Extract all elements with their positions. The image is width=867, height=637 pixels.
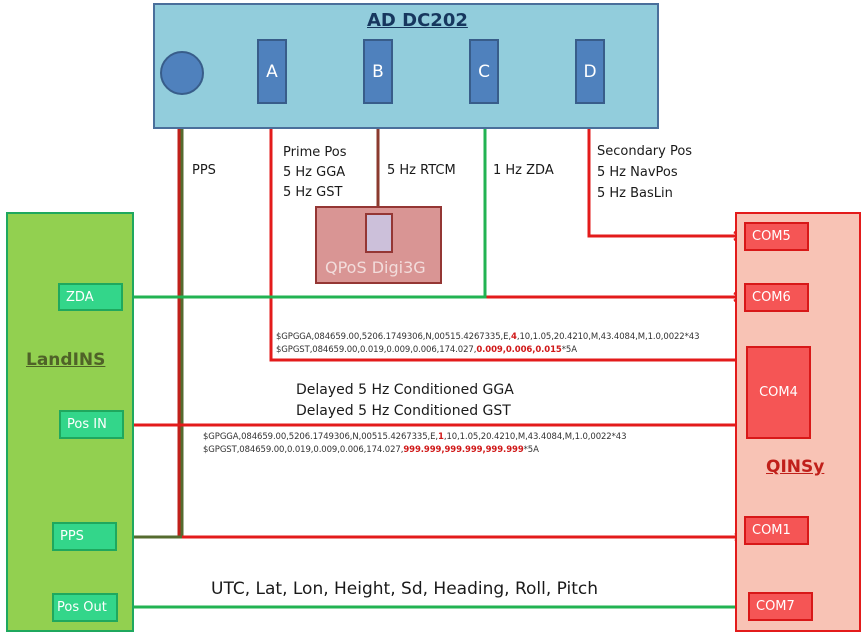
zda-link-label: 1 Hz ZDA — [493, 163, 554, 178]
qinsy-port-com5[interactable]: COM5 — [744, 222, 809, 251]
ad-port-c[interactable]: C — [469, 39, 499, 104]
landins-port-pos-out[interactable]: Pos Out — [52, 593, 118, 622]
rtcm-link-label: 5 Hz RTCM — [387, 163, 456, 178]
qinsy-port-com7-label: COM7 — [756, 599, 795, 614]
secondary-pos-label-line: 5 Hz BasLin — [597, 186, 673, 201]
qinsy-port-com6-label: COM6 — [752, 290, 791, 305]
qinsy-port-com5-label: COM5 — [752, 229, 791, 244]
qpos-digi3g-title: QPoS Digi3G — [325, 258, 426, 277]
landins-port-pps[interactable]: PPS — [52, 522, 117, 551]
delayed-gst-pre: $GPGST,084659.00,0.019,0.009,0.006,174.0… — [203, 445, 404, 455]
prime-gst-post: *5A — [561, 345, 577, 355]
landins-port-zda[interactable]: ZDA — [58, 283, 123, 311]
secondary-pos-label-line: Secondary Pos — [597, 144, 693, 159]
qinsy-title: QINSy — [766, 457, 825, 477]
ad-port-c-label: C — [478, 61, 490, 82]
qinsy-port-com1-label: COM1 — [752, 523, 791, 538]
prime-gst-sigmas: 0.009,0.006,0.015 — [476, 345, 562, 355]
prime-pos-label-line: 5 Hz GST — [283, 185, 343, 200]
pps-link-label: PPS — [192, 163, 216, 178]
ad-port-b-label: B — [372, 61, 384, 82]
ad-dc202-box — [153, 3, 659, 129]
secondary-pos-link — [587, 108, 741, 236]
pps-output-circle[interactable] — [160, 51, 204, 95]
landins-title: LandINS — [26, 350, 106, 370]
landins-port-pos-in-label: Pos IN — [67, 417, 107, 432]
delayed-label-line: Delayed 5 Hz Conditioned GST — [296, 403, 511, 419]
prime-gga-sentence: $GPGGA,084659.00,5206.1749306,N,00515.42… — [276, 332, 699, 342]
prime-pos-label-line: 5 Hz GGA — [283, 165, 346, 180]
pos-out-link-label: UTC, Lat, Lon, Height, Sd, Heading, Roll… — [211, 579, 599, 599]
delayed-gst-sigmas: 999.999,999.999,999.999 — [403, 445, 524, 455]
delayed-gst-post: *5A — [523, 445, 539, 455]
delayed-gga-sentence: $GPGGA,084659.00,5206.1749306,N,00515.42… — [203, 432, 626, 442]
qinsy-port-com1[interactable]: COM1 — [744, 516, 809, 545]
prime-gst-sentence: $GPGST,084659.00,0.019,0.009,0.006,174.0… — [276, 345, 577, 355]
prime-pos-label-line: Prime Pos — [283, 145, 347, 160]
delayed-gga-post: ,10,1.05,20.4210,M,43.4084,M,1.0,0022*43 — [443, 432, 627, 442]
delayed-gga-quality: 1 — [438, 432, 444, 442]
qinsy-port-com7[interactable]: COM7 — [748, 592, 813, 621]
delayed-label-line: Delayed 5 Hz Conditioned GGA — [296, 382, 514, 398]
landins-port-zda-label: ZDA — [66, 289, 94, 305]
prime-gga-pre: $GPGGA,084659.00,5206.1749306,N,00515.42… — [276, 332, 512, 342]
ad-dc202-title: AD DC202 — [367, 10, 468, 31]
ad-port-b[interactable]: B — [363, 39, 393, 104]
ad-port-d[interactable]: D — [575, 39, 605, 104]
ad-port-a-label: A — [266, 61, 278, 82]
prime-pos-label: Prime Pos 5 Hz GGA 5 Hz GST — [283, 143, 346, 203]
delayed-gst-sentence: $GPGST,084659.00,0.019,0.009,0.006,174.0… — [203, 445, 539, 455]
qinsy-port-com4-label: COM4 — [759, 385, 798, 400]
qpos-rtcm-port[interactable] — [365, 213, 393, 253]
secondary-pos-label-line: 5 Hz NavPos — [597, 165, 678, 180]
prime-gst-pre: $GPGST,084659.00,0.019,0.009,0.006,174.0… — [276, 345, 477, 355]
delayed-gga-pre: $GPGGA,084659.00,5206.1749306,N,00515.42… — [203, 432, 439, 442]
ad-port-d-label: D — [583, 61, 597, 82]
delayed-link-label: Delayed 5 Hz Conditioned GGA Delayed 5 H… — [296, 380, 514, 422]
secondary-pos-label: Secondary Pos 5 Hz NavPos 5 Hz BasLin — [597, 141, 692, 204]
qinsy-port-com6[interactable]: COM6 — [744, 283, 809, 312]
landins-port-pos-out-label: Pos Out — [57, 600, 107, 615]
prime-gga-post: ,10,1.05,20.4210,M,43.4084,M,1.0,0022*43 — [516, 332, 700, 342]
landins-port-pos-in[interactable]: Pos IN — [59, 410, 124, 439]
prime-pos-link — [269, 108, 743, 360]
ad-port-a[interactable]: A — [257, 39, 287, 104]
prime-gga-quality: 4 — [511, 332, 517, 342]
qinsy-port-com4[interactable]: COM4 — [746, 346, 811, 439]
landins-port-pps-label: PPS — [60, 529, 84, 544]
zda-link-to-landins — [123, 108, 487, 297]
